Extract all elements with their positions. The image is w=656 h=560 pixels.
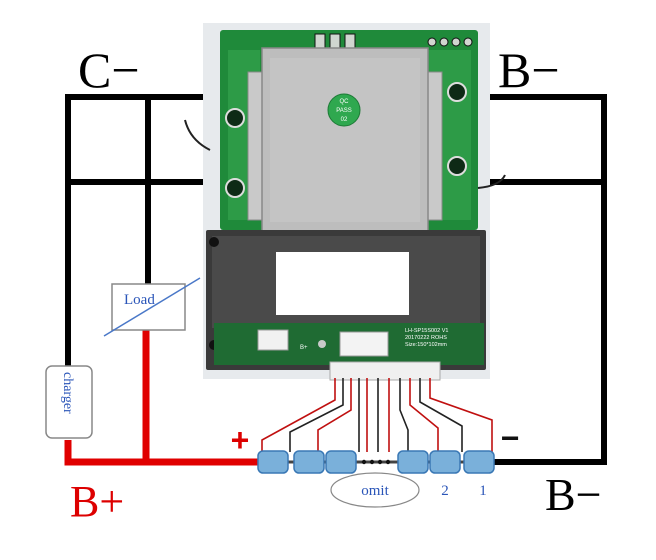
cell-number-2: 2 bbox=[441, 483, 449, 499]
c-minus-label: C− bbox=[78, 42, 140, 98]
qc-sticker-text-1: QC bbox=[340, 99, 350, 105]
board-blank-label bbox=[276, 252, 409, 315]
mosfet-strip-right bbox=[427, 71, 443, 221]
qc-sticker-text-2: PASS bbox=[336, 108, 352, 114]
lead-8 bbox=[399, 378, 409, 452]
omit-label: omit bbox=[361, 483, 389, 499]
wire-bplus-main bbox=[64, 440, 262, 466]
pcb-top-pads bbox=[314, 33, 473, 53]
charger-label: charger bbox=[60, 372, 75, 414]
lead-1 bbox=[261, 378, 336, 452]
cell-number-1: 1 bbox=[479, 483, 487, 499]
qc-sticker-text-3: 02 bbox=[341, 117, 348, 123]
load-label: Load bbox=[124, 292, 155, 308]
omit-ellipse bbox=[330, 472, 420, 508]
lead-10 bbox=[419, 378, 463, 452]
qc-sticker bbox=[327, 93, 361, 127]
cell-4 bbox=[325, 450, 357, 474]
connector-left bbox=[257, 329, 289, 351]
lead-9 bbox=[409, 378, 439, 452]
board-side-cable-left bbox=[184, 119, 211, 151]
plus-sign: + bbox=[231, 422, 250, 458]
wire-c-minus-frame bbox=[65, 94, 212, 400]
cell-3 bbox=[397, 450, 429, 474]
minus-sign: − bbox=[501, 420, 520, 456]
lead-11 bbox=[429, 378, 493, 452]
balance-leads bbox=[261, 378, 493, 452]
balance-plug bbox=[329, 361, 441, 381]
cell-string bbox=[257, 450, 495, 474]
lead-3 bbox=[317, 378, 352, 452]
b-plus-label: B+ bbox=[70, 477, 124, 526]
load-box: Load bbox=[103, 277, 201, 337]
board-side-cable-right bbox=[477, 174, 506, 189]
b-minus-top-label: B− bbox=[498, 42, 560, 98]
black-wires bbox=[65, 94, 607, 465]
bms-board: QC PASS 02 B+ LH-SP15S002 V1 20170222 RO… bbox=[184, 23, 506, 381]
b-minus-bottom-label: B− bbox=[545, 469, 602, 520]
cell-2 bbox=[429, 450, 461, 474]
charger-box: charger bbox=[45, 365, 93, 439]
lower-hole-left bbox=[209, 237, 219, 247]
connector-middle bbox=[339, 331, 389, 357]
omit-dots bbox=[361, 459, 391, 465]
board-spec-line-1: LH-SP15S002 V1 bbox=[405, 328, 448, 334]
board-spec-line-2: 20170222 ROHS bbox=[405, 335, 447, 341]
board-spec-line-3: Size:150*102mm bbox=[405, 342, 447, 348]
mounting-holes bbox=[225, 82, 467, 198]
heatsink-plate-shade bbox=[270, 58, 420, 222]
board-bplus-label: B+ bbox=[300, 345, 308, 351]
pad-small bbox=[318, 340, 326, 348]
lead-2 bbox=[289, 378, 344, 452]
red-wires bbox=[64, 330, 262, 466]
wire-b-minus-frame bbox=[490, 94, 607, 465]
load-arrow-line bbox=[103, 277, 201, 337]
cell-5 bbox=[293, 450, 325, 474]
cell-6 bbox=[257, 450, 289, 474]
mosfet-strip-left bbox=[247, 71, 263, 221]
cell-1 bbox=[463, 450, 495, 474]
